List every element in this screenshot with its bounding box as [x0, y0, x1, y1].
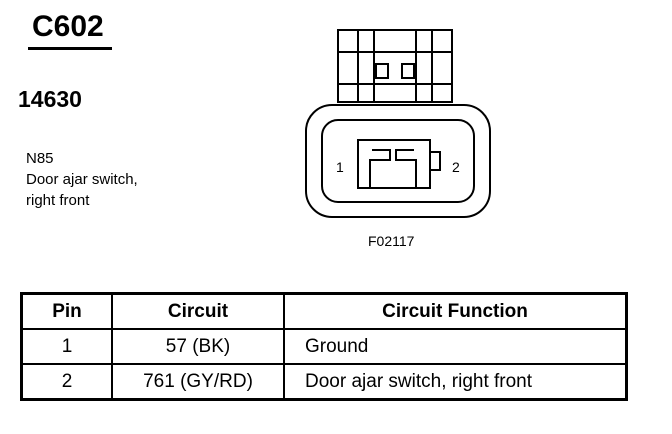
connector-face-inner [321, 119, 475, 203]
cell-function: Door ajar switch, right front [283, 363, 628, 401]
header-circuit-function: Circuit Function [283, 292, 628, 330]
cell-circuit: 57 (BK) [111, 328, 285, 365]
component-name-line2: right front [26, 192, 90, 209]
header-circuit: Circuit [111, 292, 285, 330]
pinout-table: Pin Circuit Circuit Function 1 57 (BK) G… [20, 292, 628, 401]
cell-pin: 2 [20, 363, 113, 401]
component-name-line1: Door ajar switch, [26, 171, 138, 188]
pin-label-1: 1 [336, 159, 344, 175]
component-description: N85 Door ajar switch, right front [26, 148, 138, 211]
connector-top-latch-right [401, 63, 415, 79]
pin-label-2: 2 [452, 159, 460, 175]
table-header-row: Pin Circuit Circuit Function [20, 292, 628, 330]
cell-function: Ground [283, 328, 628, 365]
connector-top-outline [337, 29, 453, 103]
table-row: 2 761 (GY/RD) Door ajar switch, right fr… [20, 363, 628, 401]
terminal-2 [395, 149, 417, 188]
connector-cavity [357, 139, 431, 189]
table-row: 1 57 (BK) Ground [20, 328, 628, 365]
connector-diagram: 1 2 [305, 29, 491, 218]
connector-top-latch-left [375, 63, 389, 79]
connector-top-view [337, 29, 453, 103]
cell-circuit: 761 (GY/RD) [111, 363, 285, 401]
part-number: 14630 [18, 86, 82, 112]
connector-id-underline [28, 47, 112, 50]
cell-pin: 1 [20, 328, 113, 365]
terminal-1 [369, 149, 391, 188]
component-code: N85 [26, 150, 54, 167]
connector-face-outer [305, 104, 491, 218]
connector-id: C602 [32, 10, 104, 43]
header-pin: Pin [20, 292, 113, 330]
connector-face-view [305, 104, 491, 218]
connector-key [429, 151, 441, 171]
figure-id: F02117 [368, 233, 415, 249]
